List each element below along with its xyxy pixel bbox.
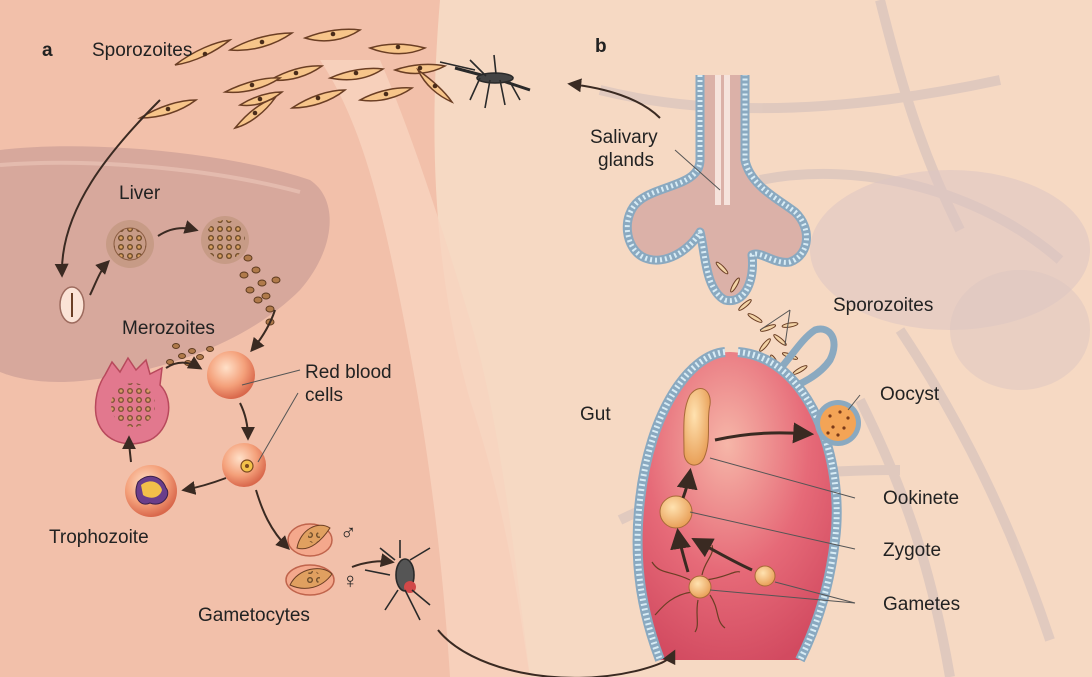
female-gamete — [755, 566, 775, 586]
label-gametocytes: Gametocytes — [198, 605, 310, 627]
label-zygote: Zygote — [883, 540, 941, 562]
female-symbol-icon: ♀ — [342, 570, 359, 592]
red-blood-cell-uninfected — [207, 351, 255, 399]
label-sporozoites-b: Sporozoites — [833, 295, 933, 317]
label-gut: Gut — [580, 404, 611, 426]
gametocyte-male — [288, 524, 332, 556]
gametocyte-female — [286, 565, 334, 595]
label-salivary-glands-1: Salivary — [590, 127, 658, 149]
label-salivary-glands-2: glands — [598, 150, 654, 172]
panel-label-b: b — [595, 36, 607, 58]
label-liver: Liver — [119, 183, 160, 205]
male-symbol-icon: ♂ — [340, 522, 357, 544]
label-ookinete: Ookinete — [883, 488, 959, 510]
label-trophozoite: Trophozoite — [49, 527, 149, 549]
label-oocyst: Oocyst — [880, 384, 939, 406]
panel-label-a: a — [42, 40, 53, 62]
label-red-blood-cells-1: Red blood — [305, 362, 392, 384]
label-merozoites: Merozoites — [122, 318, 215, 340]
label-sporozoites-a: Sporozoites — [92, 40, 192, 62]
label-gametes: Gametes — [883, 594, 960, 616]
zygote-cell — [660, 496, 692, 528]
label-red-blood-cells-2: cells — [305, 385, 343, 407]
mosquito-top-icon — [440, 55, 530, 108]
